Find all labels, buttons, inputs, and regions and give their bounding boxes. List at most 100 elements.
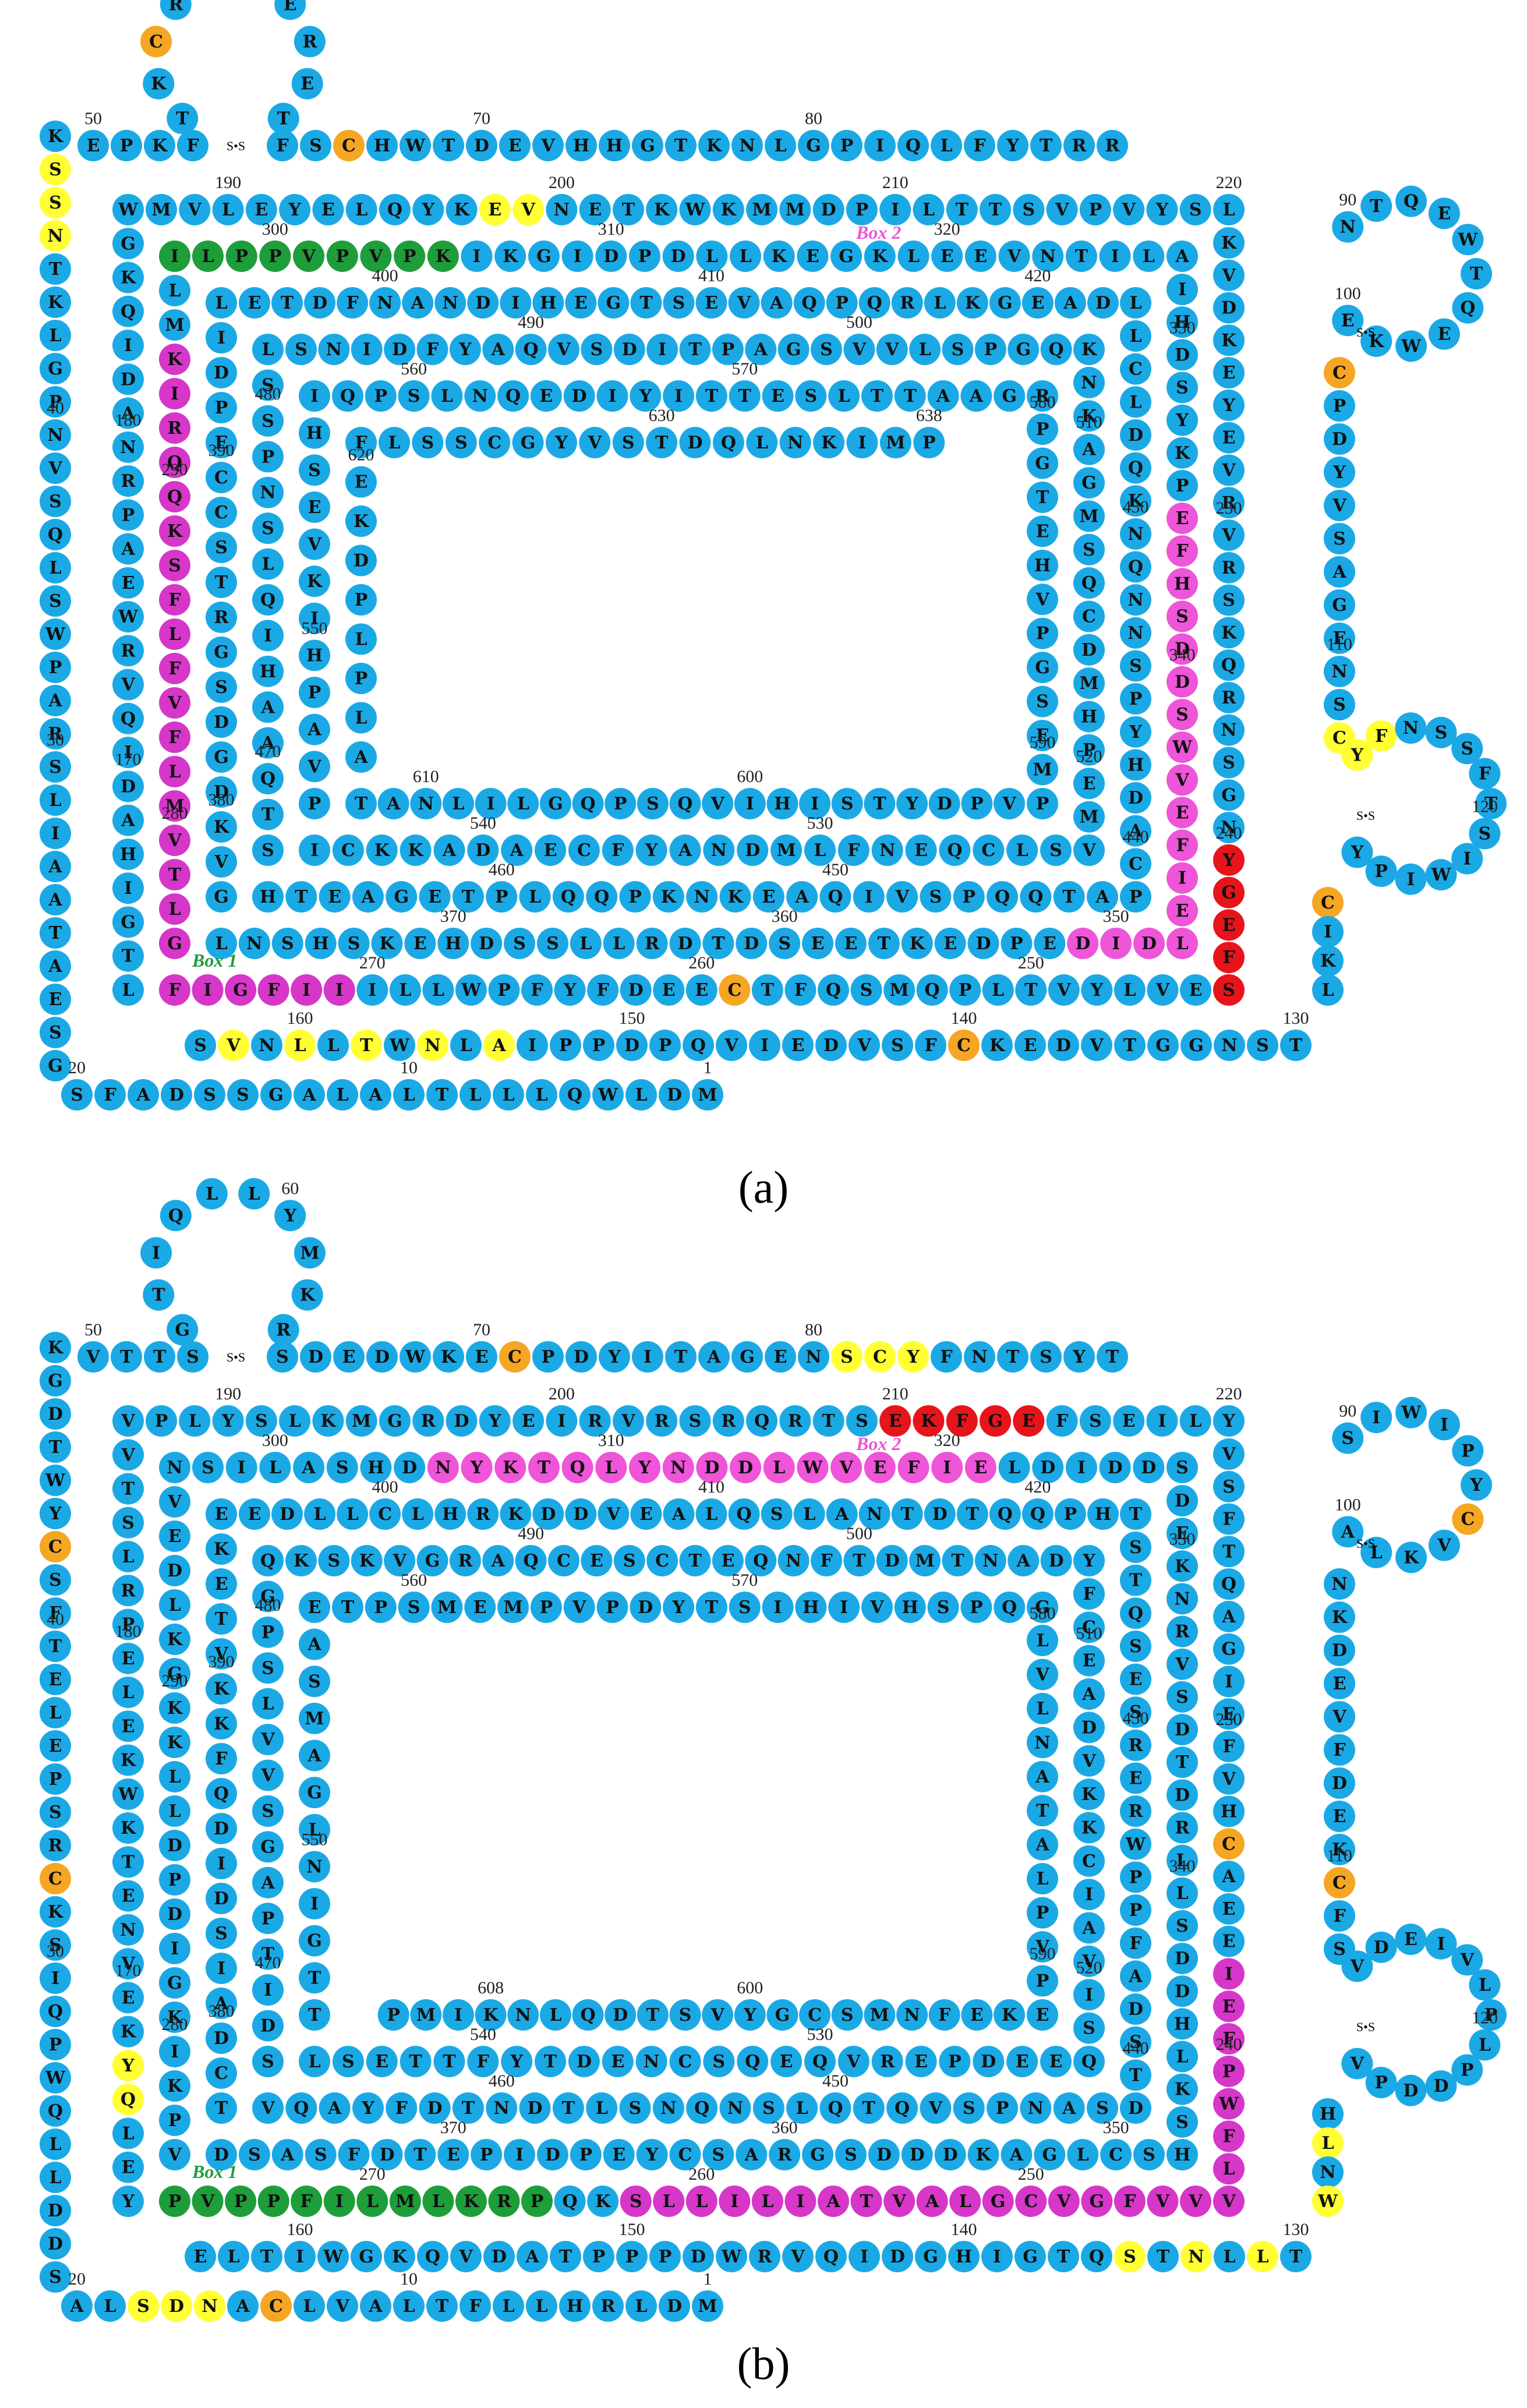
residue-letter: D	[214, 782, 229, 802]
residue-letter: S	[712, 2145, 725, 2165]
residue-circle	[798, 1341, 829, 1373]
residue-circle	[913, 194, 945, 225]
residue-circle	[719, 2186, 751, 2217]
residue-circle	[1395, 1396, 1427, 1428]
residue-circle	[692, 2290, 723, 2322]
residue-letter: I	[487, 794, 495, 814]
residue-letter: C	[1109, 2145, 1123, 2165]
residue-letter: G	[359, 2247, 374, 2267]
residue-letter: I	[171, 2042, 179, 2062]
residue-letter: I	[454, 2005, 462, 2025]
residue-letter: H	[774, 794, 790, 814]
residue-letter: Q	[580, 794, 595, 814]
residue-circle	[410, 1999, 442, 2031]
residue-circle	[159, 2070, 190, 2102]
residue-letter: D	[823, 1035, 839, 1056]
residue-circle	[317, 1030, 349, 1061]
residue-letter: I	[557, 1411, 565, 1431]
residue-circle	[377, 788, 409, 819]
residue-letter: M	[305, 1709, 324, 1729]
residue-letter: P	[261, 1622, 275, 1643]
residue-circle	[539, 788, 571, 819]
residue-circle	[252, 2010, 284, 2042]
residue-letter: D	[1175, 345, 1190, 365]
residue-letter: I	[264, 1980, 272, 2000]
residue-letter: P	[1036, 624, 1049, 644]
residue-letter: Y	[1090, 980, 1104, 1000]
residue-letter: K	[661, 887, 677, 907]
residue-letter: D	[1141, 934, 1157, 954]
residue-circle	[1120, 287, 1151, 319]
residue-circle	[1113, 1405, 1145, 1437]
residue-letter: D	[1056, 1035, 1071, 1056]
residue-number-label: 350	[1103, 907, 1129, 926]
residue-circle	[931, 1341, 962, 1373]
residue-letter: R	[1222, 558, 1237, 578]
residue-letter: K	[167, 2007, 183, 2028]
residue-number-label: 110	[1327, 1846, 1352, 1865]
residue-circle	[1006, 835, 1038, 866]
residue-circle	[770, 2046, 803, 2077]
residue-circle	[837, 835, 869, 866]
residue-letter: I	[264, 625, 272, 646]
residue-circle	[159, 1624, 190, 1655]
residue-letter: N	[1221, 720, 1236, 741]
residue-circle	[437, 928, 469, 959]
residue-circle	[1167, 469, 1198, 501]
residue-letter: E	[122, 573, 135, 593]
residue-circle	[1395, 185, 1427, 217]
residue-circle	[1065, 241, 1097, 272]
residue-circle	[1073, 1812, 1105, 1844]
residue-circle	[1365, 720, 1397, 752]
residue-circle	[948, 1030, 980, 1061]
residue-circle	[536, 928, 568, 959]
residue-letter: Q	[736, 1504, 751, 1525]
residue-circle	[587, 974, 619, 1006]
residue-letter: L	[919, 340, 931, 360]
residue-letter: S	[49, 2267, 62, 2287]
residue-circle	[159, 1898, 190, 1930]
residue-circle	[327, 2290, 358, 2322]
residue-letter: L	[202, 246, 214, 267]
residue-circle	[1341, 1950, 1373, 1982]
residue-circle	[765, 130, 796, 161]
residue-letter: S	[1129, 656, 1142, 676]
residue-circle	[351, 1545, 383, 1576]
residue-letter: L	[189, 1411, 201, 1431]
residue-letter: T	[442, 136, 455, 156]
residue-letter: G	[1090, 2191, 1105, 2212]
residue-letter: A	[969, 386, 984, 406]
residue-letter: V	[214, 1644, 228, 1664]
residue-circle	[793, 1498, 825, 1530]
residue-letter: E	[762, 887, 775, 907]
residue-circle	[112, 1473, 144, 1505]
residue-letter: I	[363, 340, 371, 360]
residue-circle	[40, 718, 71, 749]
residue-letter: P	[215, 398, 228, 418]
residue-circle	[159, 1727, 190, 1758]
residue-letter: V	[301, 246, 316, 267]
residue-circle	[793, 287, 825, 319]
residue-letter: L	[838, 386, 850, 406]
residue-letter: A	[354, 747, 368, 768]
residue-circle	[40, 187, 71, 218]
residue-letter: V	[214, 852, 228, 872]
residue-circle	[1469, 758, 1501, 790]
residue-circle	[398, 1592, 430, 1623]
residue-circle	[112, 228, 144, 260]
residue-letter: D	[1175, 1491, 1190, 1511]
residue-letter: F	[168, 980, 181, 1000]
residue-letter: E	[1083, 773, 1096, 794]
residue-circle	[737, 835, 769, 866]
residue-circle	[1452, 1503, 1484, 1535]
residue-circle	[828, 1592, 860, 1623]
residue-circle	[1360, 190, 1392, 222]
residue-letter: C	[957, 1035, 971, 1056]
residue-letter: G	[307, 1931, 322, 1951]
residue-circle	[734, 1999, 766, 2031]
residue-circle	[1015, 2241, 1046, 2272]
residue-circle	[299, 751, 330, 783]
residue-letter: T	[215, 572, 228, 593]
residue-letter: F	[938, 2005, 950, 2025]
residue-letter: E	[355, 472, 368, 493]
